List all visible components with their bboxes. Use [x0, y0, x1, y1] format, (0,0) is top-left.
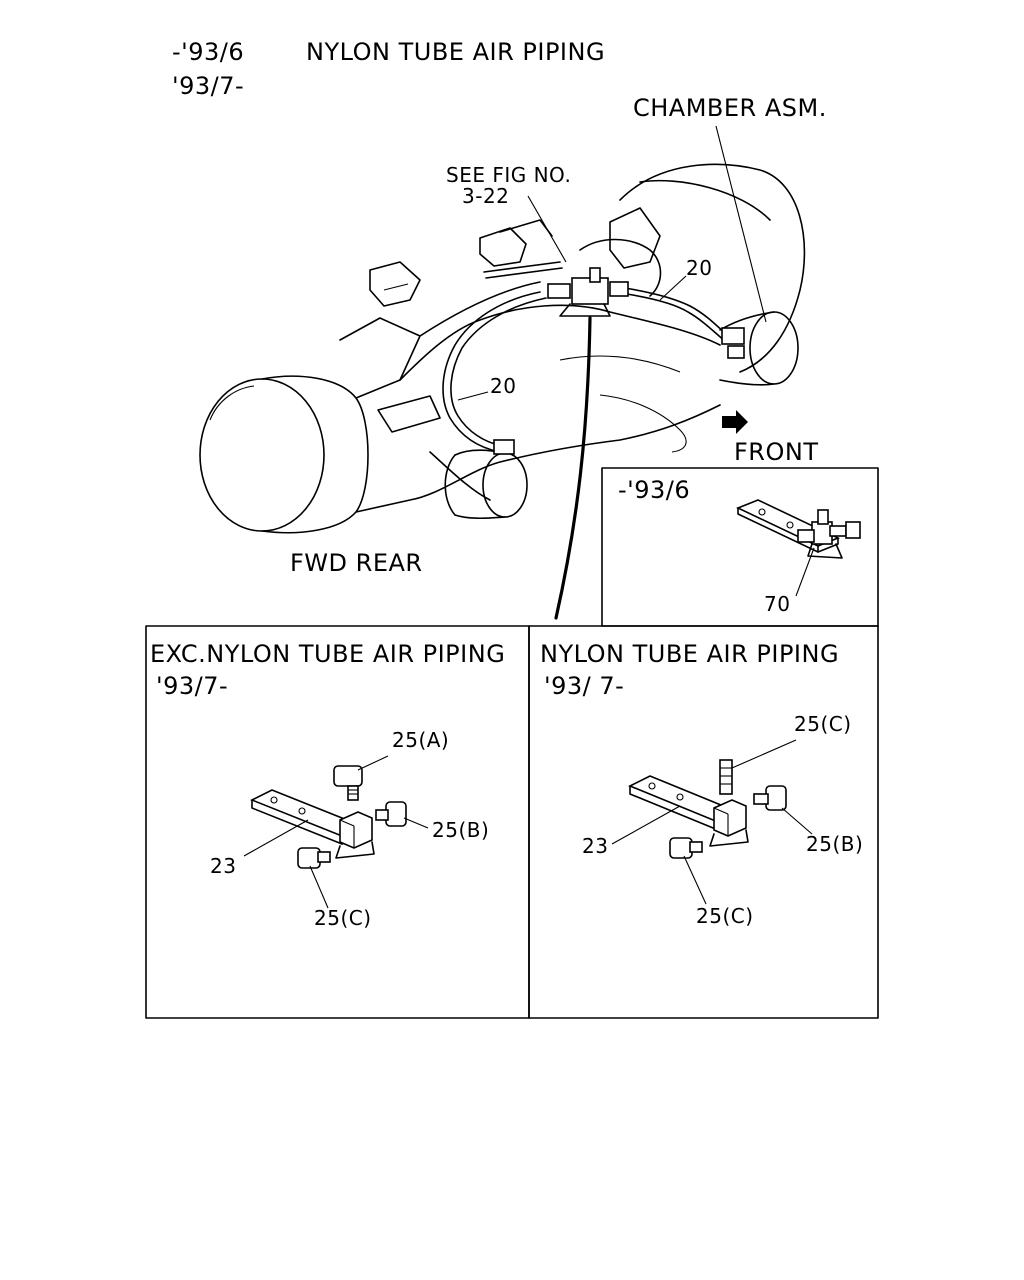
inset-bracket-tee: [736, 499, 861, 597]
panel-right-frame: [528, 625, 879, 1019]
fitting-25b-right: [753, 785, 787, 811]
header-date-from: -'93/6: [172, 38, 245, 66]
axle-housing: [339, 261, 721, 513]
panel-left-date: '93/7-: [156, 672, 229, 700]
callout-70: 70: [764, 592, 791, 616]
callout-23-left: 23: [210, 854, 237, 878]
callout-23-right: 23: [582, 834, 609, 858]
front-arrow-icon: [722, 410, 748, 434]
see-fig-number: 3-22: [462, 184, 510, 208]
inset-top-date: -'93/6: [618, 476, 691, 504]
fitting-25c-top: [719, 759, 733, 795]
panel-right-date: '93/ 7-: [544, 672, 625, 700]
callout-20-upper: 20: [686, 256, 713, 280]
right-panel-leaders: [611, 739, 813, 905]
callout-connector: [554, 316, 592, 620]
callout-25c-left: 25(C): [314, 906, 372, 930]
callout-25b-right: 25(B): [806, 832, 864, 856]
nylon-tube-piping: [442, 267, 745, 455]
callout-20-lower: 20: [490, 374, 517, 398]
see-fig-label: SEE FIG NO.: [446, 163, 572, 187]
callout-25b-left: 25(B): [432, 818, 490, 842]
right-brake-drum: [579, 163, 806, 386]
main-leaders: [457, 125, 767, 401]
panel-right-title: NYLON TUBE AIR PIPING: [540, 640, 840, 668]
left-brake-drum: [199, 375, 369, 534]
fwd-rear-label: FWD REAR: [290, 549, 423, 577]
callout-25a: 25(A): [392, 728, 450, 752]
axle-brackets: [479, 219, 563, 279]
fitting-25b: [375, 801, 407, 827]
left-panel-leaders: [243, 755, 429, 909]
callout-25c-bottom: 25(C): [696, 904, 754, 928]
left-brake-chamber: [444, 449, 528, 520]
fitting-25c-bottom: [669, 837, 703, 859]
fitting-25c-left: [297, 847, 331, 869]
callout-25c-top: 25(C): [794, 712, 852, 736]
header-date-to: '93/7-: [172, 72, 245, 100]
chamber-asm-label: CHAMBER ASM.: [633, 94, 827, 122]
front-label: FRONT: [734, 438, 819, 466]
panel-left-title: EXC.NYLON TUBE AIR PIPING: [150, 640, 506, 668]
header-title: NYLON TUBE AIR PIPING: [306, 38, 606, 66]
right-panel-bracket: [628, 775, 749, 847]
fitting-25a: [333, 765, 363, 801]
